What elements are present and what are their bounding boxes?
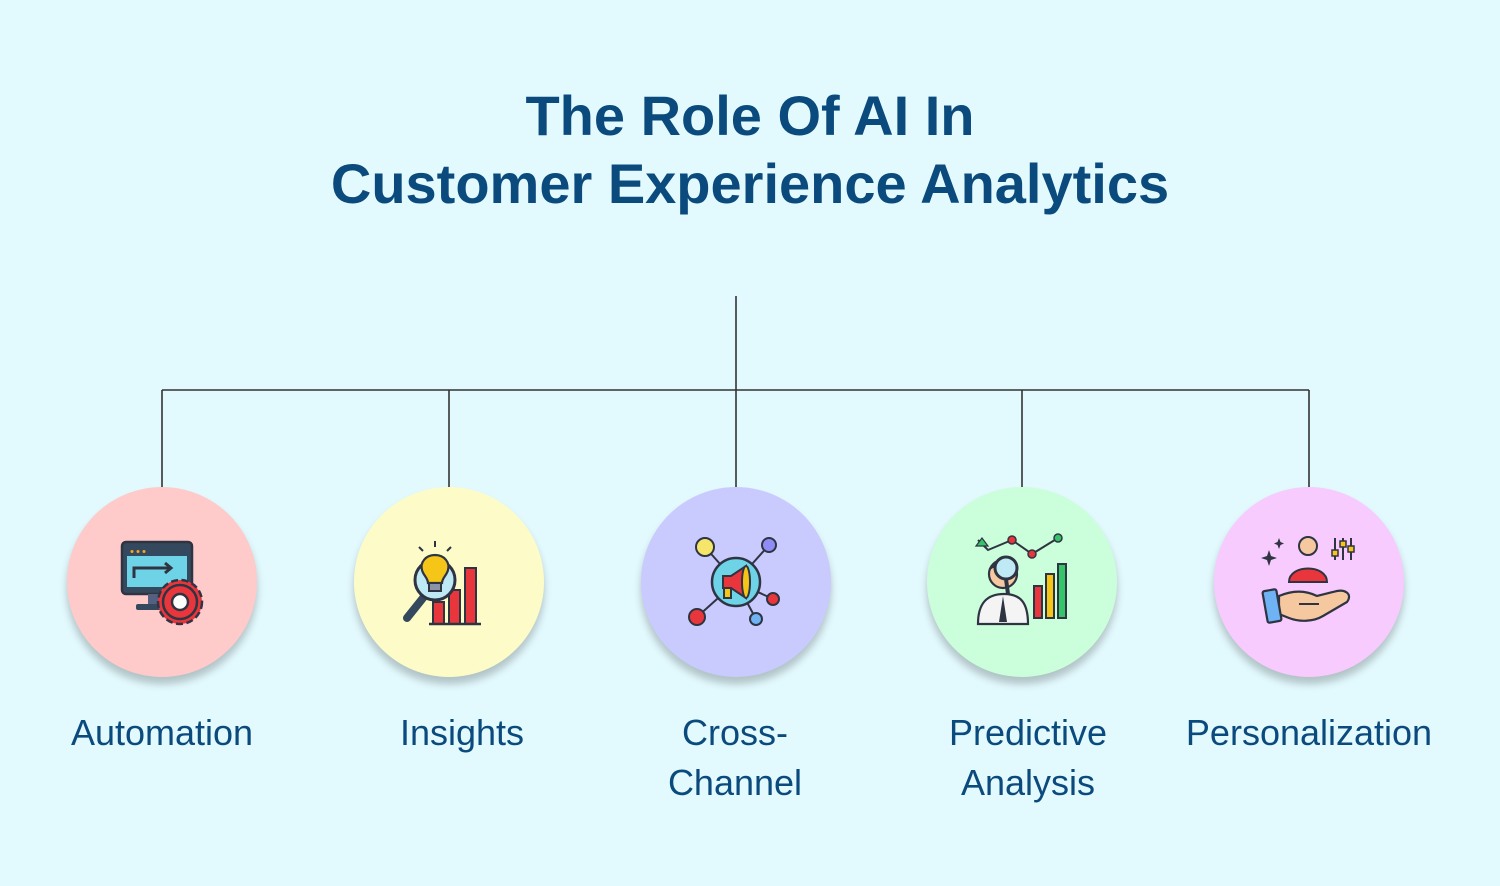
insights-label: Insights (399, 712, 525, 753)
lightbulb-magnifier-chart-icon (403, 541, 481, 626)
hand-user-settings-icon (1261, 536, 1355, 624)
page-title: The Role Of AI In Customer Experience An… (0, 82, 1500, 218)
analyst-chart-icon (974, 533, 1067, 626)
personalization-label: Personalization (1185, 712, 1433, 753)
title-line-2: Customer Experience Analytics (330, 152, 1170, 215)
cross-channel-node (641, 487, 831, 677)
predictive-analysis-label: Predictive Analysis (948, 712, 1108, 803)
personalization-node (1214, 487, 1404, 677)
insights-node (354, 487, 544, 677)
megaphone-network-icon (688, 537, 780, 626)
monitor-gear-icon (120, 540, 204, 626)
automation-node (67, 487, 257, 677)
cross-channel-label: Cross- Channel (667, 712, 803, 803)
predictive-analysis-node (927, 487, 1117, 677)
automation-label: Automation (70, 712, 254, 753)
title-line-1: The Role Of AI In (525, 84, 975, 147)
